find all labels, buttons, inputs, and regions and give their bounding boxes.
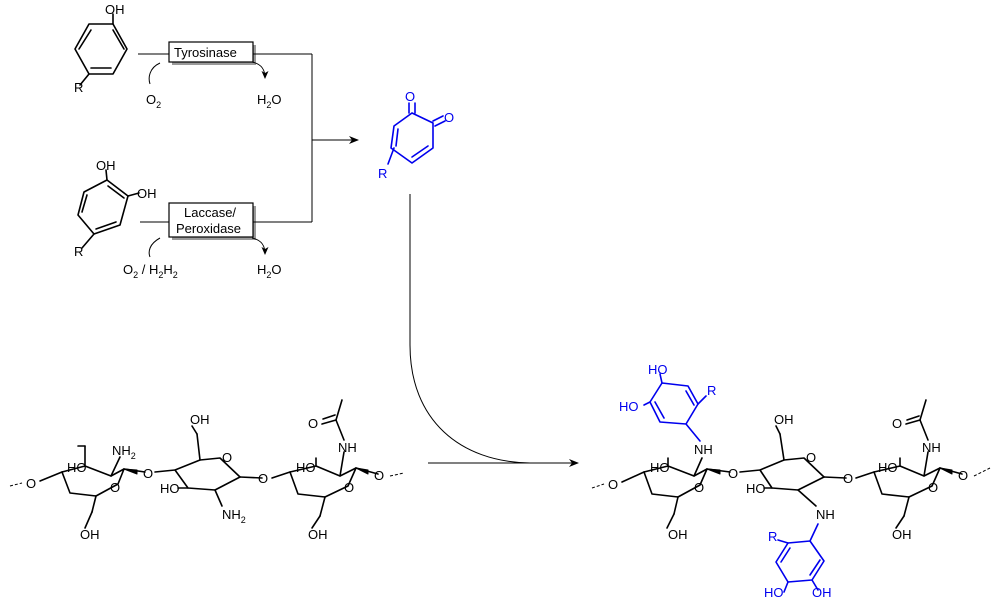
chitosan-ring-o-3-label: O [344, 480, 354, 495]
o2-h2o2-label: O2 / H2H2 [123, 262, 178, 280]
phenol-oh-label: OH [105, 2, 125, 17]
product-lower-r-label: R [768, 529, 777, 544]
phenol-structure: OH R [74, 2, 128, 95]
o-quinone-structure: O O R [378, 89, 454, 181]
peroxidase-label: Peroxidase [176, 221, 241, 236]
quinone-o-right-label: O [444, 110, 454, 125]
chitosan-ho-3-label: HO [296, 460, 316, 475]
tyrosinase-pathway: Tyrosinase O2 H2O [138, 41, 313, 222]
chitosan-ring-o-2-label: O [222, 450, 232, 465]
o2-h2o2-arc [148, 237, 161, 258]
chitosan-carbonyl-o-label: O [308, 416, 318, 431]
h2o-arrow [251, 61, 269, 79]
chitosan-ho-1-label: HO [67, 460, 87, 475]
product-ho-3-label: HO [878, 460, 898, 475]
product-ho-2-label: HO [746, 481, 766, 496]
o2-arc [148, 62, 161, 85]
quinone-r-label: R [378, 166, 387, 181]
product-o-right-label: O [958, 468, 968, 483]
product-ring-o-3-label: O [928, 480, 938, 495]
product-carbonyl-o-label: O [892, 416, 902, 431]
chitosan-structure: O HO NH2 O OH O OH O HO NH2 O [9, 399, 405, 542]
product-nh-1-label: NH [694, 442, 713, 457]
product-lower-oh-label: OH [812, 585, 832, 600]
product-lower-ho-label: HO [764, 585, 784, 600]
tyrosinase-label: Tyrosinase [174, 45, 237, 60]
product-oh-1-label: OH [668, 527, 688, 542]
o2-label: O2 [146, 92, 161, 110]
product-structure: O HO NH O OH O HO HO R OH O HO [591, 362, 991, 600]
product-upper-r-label: R [707, 383, 716, 398]
product-upper-ho-left-label: HO [619, 399, 639, 414]
chitosan-nh2-1-label: NH2 [112, 443, 136, 461]
phenol-r-label: R [74, 80, 83, 95]
product-upper-ho-top-label: HO [648, 362, 668, 377]
product-oh-2-label: OH [774, 412, 794, 427]
laccase-pathway: Laccase/ Peroxidase O2 / H2H2 H2O [123, 202, 312, 280]
chitosan-ho-2-label: HO [160, 481, 180, 496]
laccase-label: Laccase/ [184, 205, 236, 220]
chitosan-oh-2-label: OH [190, 412, 210, 427]
catechol-structure: OH OH R [74, 158, 157, 259]
h2o-arrow-lower [251, 237, 269, 255]
chitosan-nh-3-label: NH [338, 440, 357, 455]
product-ring-o-1-label: O [694, 480, 704, 495]
quinone-curve-arrow [409, 194, 531, 464]
catechol-oh-top-label: OH [96, 158, 116, 173]
product-nh-3-label: NH [922, 440, 941, 455]
chitosan-glycosidic-o-2-label: O [258, 471, 268, 486]
catechol-oh-right-label: OH [137, 186, 157, 201]
chitosan-o-left-label: O [26, 476, 36, 491]
chitosan-oh-3-label: OH [308, 527, 328, 542]
product-glycosidic-o-1-label: O [728, 466, 738, 481]
h2o-label: H2O [257, 92, 282, 110]
product-oh-3-label: OH [892, 527, 912, 542]
chitosan-nh2-2-label: NH2 [222, 507, 246, 525]
product-ring-o-2-label: O [806, 450, 816, 465]
quinone-o-top-label: O [405, 89, 415, 104]
chitosan-ring-o-1-label: O [110, 480, 120, 495]
chitosan-oh-1-label: OH [80, 527, 100, 542]
chitosan-o-right-label: O [374, 468, 384, 483]
product-o-left-label: O [608, 477, 618, 492]
catechol-r-label: R [74, 244, 83, 259]
product-nh-2-label: NH [816, 507, 835, 522]
product-ho-1-label: HO [650, 460, 670, 475]
h2o-lower-label: H2O [257, 262, 282, 280]
chitosan-glycosidic-o-1-label: O [143, 466, 153, 481]
product-glycosidic-o-2-label: O [843, 471, 853, 486]
